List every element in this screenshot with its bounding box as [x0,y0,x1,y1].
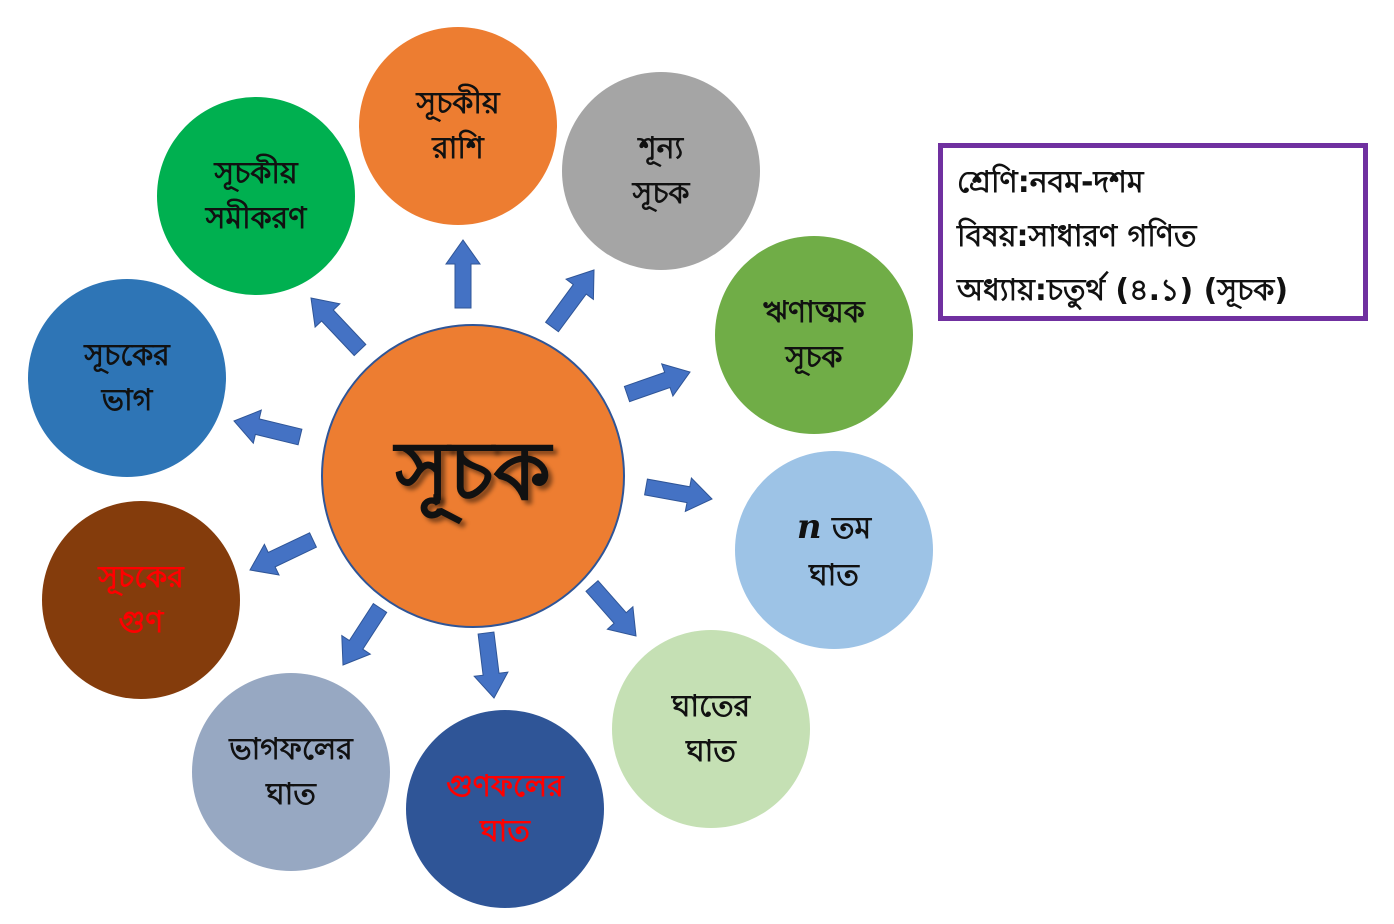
node-label-line1: ঋণাত্মক [763,295,865,330]
node-label-line2: সূচক [785,340,843,375]
node-label-line1-text: তম [832,511,872,546]
node-label-line2: ভাগ [101,383,153,418]
node-label-line1: সূচকের [98,560,184,595]
arrow-8 [233,409,303,446]
node-negative-exponent: ঋণাত্মক সূচক [715,236,913,434]
node-label-line2: ঘাত [809,558,859,593]
node-label-line2: সূচক [632,176,690,211]
arrow-7 [249,532,318,576]
node-label-line2: রাশি [432,131,484,166]
node-label-line1: ভাগফলের [229,732,353,767]
node-power-of-product: গুণফলের ঘাত [406,710,604,908]
node-label-line1: সূচকীয় [416,86,500,121]
arrow-9 [310,297,367,357]
info-class: শ্রেণি:নবম-দশম [957,165,1144,200]
node-label-line2: ঘাত [480,814,530,849]
node-label-line2: ঘাত [686,734,736,769]
node-label-line1: n তম [797,502,871,553]
node-exponential-expression: সূচকীয় রাশি [359,27,557,225]
node-label-line2: গুণ [118,605,164,640]
node-label-line1: সূচকের [84,338,170,373]
info-box: শ্রেণি:নবম-দশম বিষয়:সাধারণ গণিত অধ্যায়… [938,143,1368,321]
node-exponential-equation: সূচকীয় সমীকরণ [157,97,355,295]
node-label-line2: ঘাত [266,777,316,812]
node-label-line1: সূচকীয় [214,156,298,191]
n-variable: n [796,507,822,547]
node-label-line1: গুণফলের [446,769,564,804]
arrow-3 [644,476,713,513]
node-division-of-exponents: সূচকের ভাগ [28,279,226,477]
node-label-line1: ঘাতের [671,689,751,724]
node-label-line2: সমীকরণ [205,201,307,236]
center-node: সূচক [321,324,625,628]
arrow-5 [473,631,509,699]
arrow-1 [544,269,595,333]
node-product-of-exponents: সূচকের গুণ [42,501,240,699]
node-nth-power: n তম ঘাত [735,451,933,649]
node-power-of-power: ঘাতের ঘাত [612,630,810,828]
node-label-line1: শূন্য [638,131,684,166]
arrow-0 [445,239,481,309]
arrow-4 [585,579,637,637]
node-zero-exponent: শূন্য সূচক [562,72,760,270]
center-label: সূচক [395,423,551,519]
info-chapter: অধ্যায়:চতুর্থ (৪.১) (সূচক) [957,273,1289,308]
node-power-of-quotient: ভাগফলের ঘাত [192,673,390,871]
arrow-6 [341,602,388,666]
arrow-2 [623,363,691,403]
info-subject: বিষয়:সাধারণ গণিত [957,219,1197,254]
